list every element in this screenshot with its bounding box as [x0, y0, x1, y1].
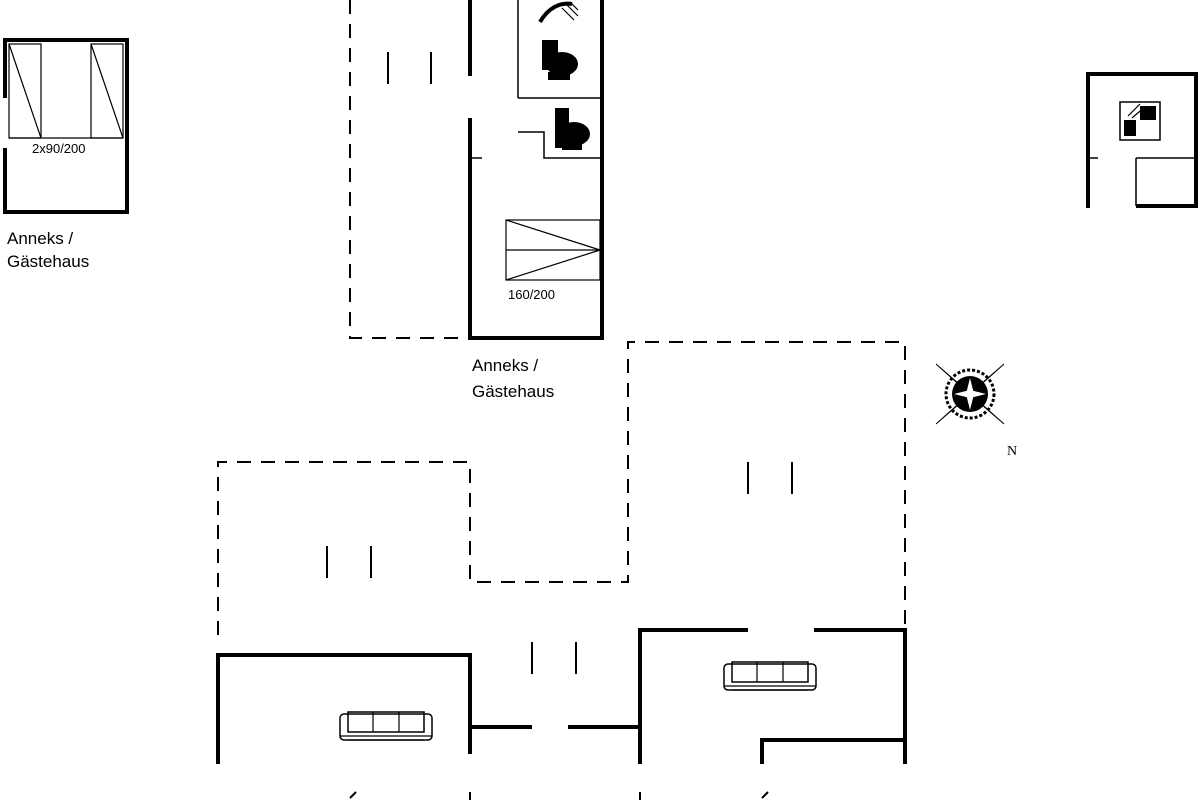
shower-icon: [538, 1, 579, 24]
main-wall-inner: [760, 738, 907, 764]
sofa-icon: [723, 661, 817, 691]
north-label: N: [1007, 444, 1017, 459]
annex-left-label-1: Anneks /: [7, 229, 73, 248]
annex-left-walls: [3, 38, 129, 214]
bed-left-size-label: 2x90/200: [32, 141, 86, 156]
bathroom-partition: [518, 131, 602, 159]
main-house: [216, 341, 907, 800]
annex-right-walls: [1086, 72, 1198, 208]
main-wall-east-wing: [814, 628, 907, 764]
annex-center-label-1: Anneks /: [472, 356, 538, 375]
toilet-icon: [555, 108, 590, 150]
bed-single-1: [8, 43, 42, 139]
bed-double: [505, 219, 601, 281]
annex-left-label-2: Gästehaus: [7, 252, 89, 271]
annex-center-label-2: Gästehaus: [472, 382, 554, 401]
annex-center: 160/200 Anneks / Gästehaus: [349, 0, 604, 401]
sofa-icon: [339, 711, 433, 741]
annex-left: 2x90/200 Anneks / Gästehaus: [3, 38, 129, 271]
main-wall-east-wing: [638, 628, 748, 764]
annex-right: [1086, 72, 1198, 208]
main-wall-west-wing: [216, 653, 472, 764]
stove-icon: [1119, 101, 1161, 141]
compass-rose-icon: [935, 363, 1005, 425]
terrace-outline-main: [217, 341, 906, 635]
bed-center-size-label: 160/200: [508, 287, 555, 302]
toilet-icon: [542, 40, 578, 80]
bed-single-2: [90, 43, 124, 139]
terrace-outline-annex: [349, 0, 470, 339]
